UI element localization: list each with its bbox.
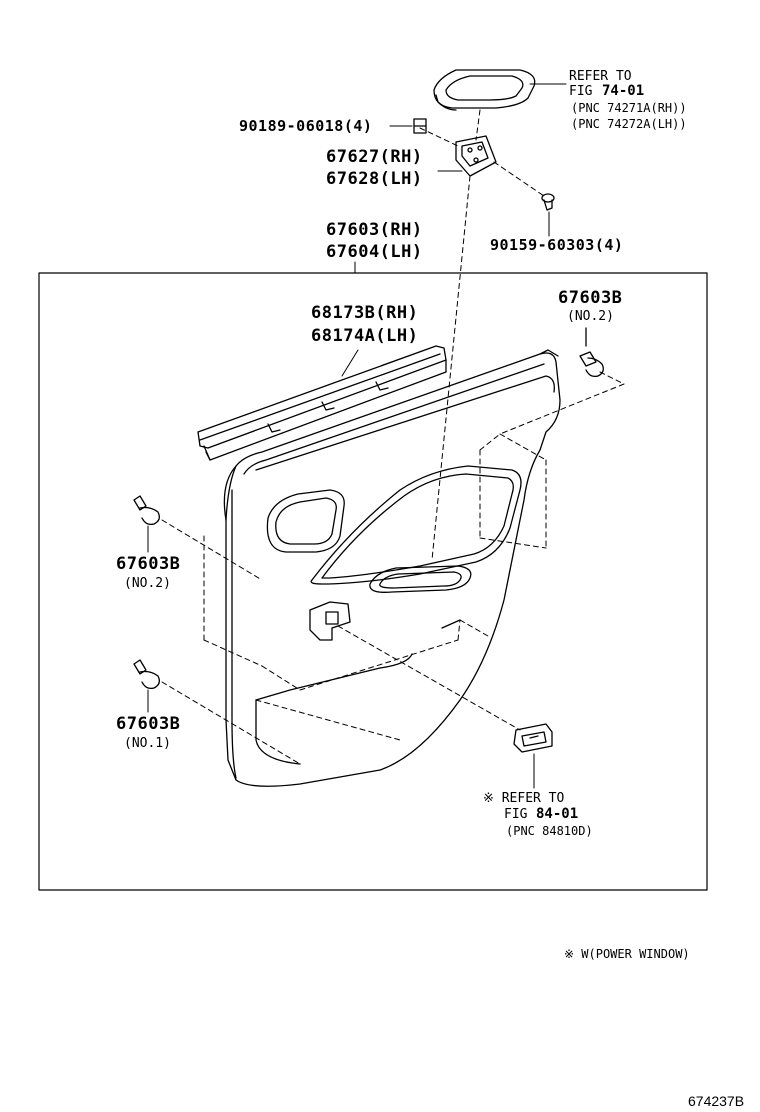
clip-left-upper-part-label[interactable]: 67603B bbox=[116, 554, 181, 574]
part-67603-label[interactable]: 67603(RH) bbox=[326, 220, 423, 240]
ref-top-fig-link[interactable]: 74-01 bbox=[602, 83, 645, 99]
clip-right-no-label: (NO.2) bbox=[567, 309, 614, 324]
drawing-number: 674237B bbox=[688, 1093, 745, 1109]
ref-top-pnc-rh: (PNC 74271A(RH)) bbox=[571, 101, 687, 115]
push-clip-icon bbox=[579, 327, 604, 378]
clip-nut-icon bbox=[413, 118, 427, 134]
part-90189-label[interactable]: 90189-06018(4) bbox=[239, 117, 373, 135]
ref-bottom-fig-link[interactable]: 84-01 bbox=[536, 806, 579, 822]
weatherstrip-icon bbox=[197, 345, 447, 461]
screw-icon bbox=[541, 193, 555, 211]
push-clip-icon bbox=[133, 659, 160, 690]
clip-left-lower-part-label[interactable]: 67603B bbox=[116, 714, 181, 734]
part-90159-label[interactable]: 90159-60303(4) bbox=[490, 236, 624, 254]
ref-top-fig-prefix: FIG bbox=[569, 84, 593, 99]
armrest-cover-icon bbox=[433, 69, 536, 111]
assembly-frame bbox=[38, 272, 708, 891]
clip-right-part-label[interactable]: 67603B bbox=[558, 288, 623, 308]
clip-left-lower-no-label: (NO.1) bbox=[124, 736, 171, 751]
ref-bottom-pnc: (PNC 84810D) bbox=[506, 824, 593, 838]
door-trim-panel-icon bbox=[223, 349, 561, 787]
part-68174a-label[interactable]: 68174A(LH) bbox=[311, 326, 419, 346]
power-window-switch-icon bbox=[513, 723, 553, 753]
part-68173b-label[interactable]: 68173B(RH) bbox=[311, 303, 419, 323]
bracket-icon bbox=[455, 135, 497, 177]
part-67627-label[interactable]: 67627(RH) bbox=[326, 147, 423, 167]
ref-top-pnc-lh: (PNC 74272A(LH)) bbox=[571, 117, 687, 131]
part-67604-label[interactable]: 67604(LH) bbox=[326, 242, 423, 262]
push-clip-icon bbox=[133, 495, 160, 526]
ref-top-line1: REFER TO bbox=[569, 69, 632, 84]
part-67628-label[interactable]: 67628(LH) bbox=[326, 169, 423, 189]
ref-bottom-line1: ※ REFER TO bbox=[483, 791, 565, 806]
clip-left-upper-no-label: (NO.2) bbox=[124, 576, 171, 591]
footnote: ※ W(POWER WINDOW) bbox=[564, 947, 690, 961]
ref-bottom-fig-prefix: FIG bbox=[504, 807, 528, 822]
